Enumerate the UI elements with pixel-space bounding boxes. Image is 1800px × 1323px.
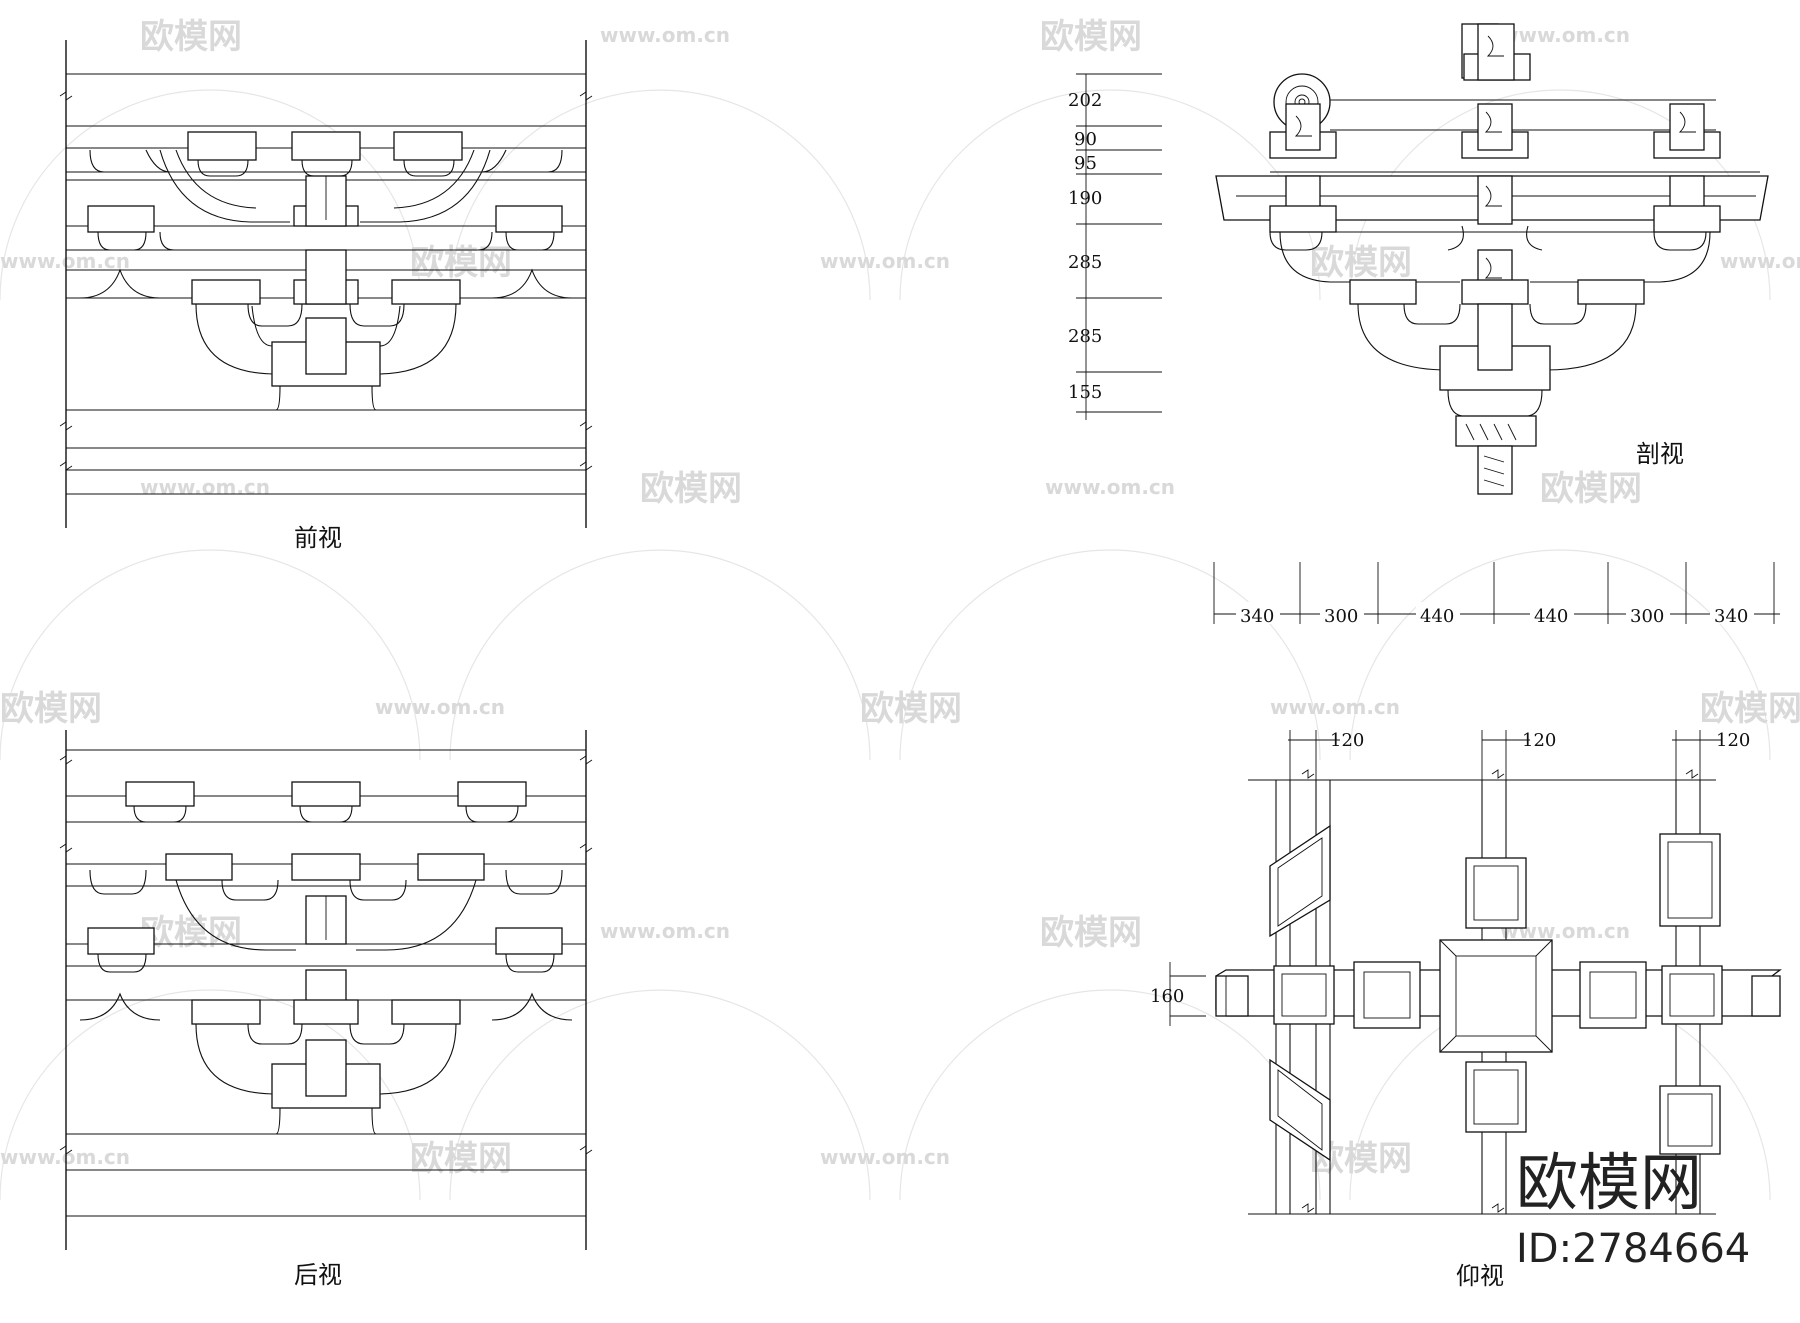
- section-view: 202 90 95 190 285 285 155: [1068, 23, 1769, 495]
- watermark-url: www.om.cn: [600, 919, 730, 943]
- section-view-caption: 剖视: [1636, 440, 1684, 468]
- watermark-url: www.om.cn: [0, 1145, 130, 1169]
- back-view: [59, 730, 593, 1250]
- watermark-url: www.om.cn: [820, 1145, 950, 1169]
- watermarks: 欧模网 www.om.cn 欧模网 www.om.cn www.om.cn 欧模…: [0, 17, 1800, 1179]
- watermark-brand: 欧模网: [410, 243, 512, 283]
- brand-id-label: ID:2784664: [1516, 1226, 1750, 1272]
- bottom-view: 120 120 120: [1150, 730, 1782, 1215]
- watermark-url: www.om.cn: [1720, 249, 1800, 273]
- watermark-url: www.om.cn: [0, 249, 130, 273]
- section-dim-label: 285: [1068, 252, 1102, 273]
- section-dim-label: 90: [1074, 129, 1097, 150]
- watermark-brand: 欧模网: [1310, 243, 1412, 283]
- brand-corner: 欧模网 ID:2784664: [1516, 1146, 1750, 1272]
- watermark-brand: 欧模网: [1540, 469, 1642, 509]
- watermark-brand: 欧模网: [140, 913, 242, 953]
- watermark-brand: 欧模网: [860, 689, 962, 729]
- bottom-view-caption: 仰视: [1456, 1262, 1504, 1290]
- section-dim-label: 155: [1068, 382, 1102, 403]
- bottom-dim-label: 120: [1716, 730, 1750, 751]
- watermark-brand: 欧模网: [1700, 689, 1800, 729]
- bottom-dim-label: 120: [1522, 730, 1556, 751]
- dim-label: 300: [1324, 606, 1358, 627]
- watermark-url: www.om.cn: [1270, 695, 1400, 719]
- watermark-url: www.om.cn: [1045, 475, 1175, 499]
- watermark-url: www.om.cn: [140, 475, 270, 499]
- watermark-url: www.om.cn: [820, 249, 950, 273]
- watermark-brand: 欧模网: [140, 17, 242, 57]
- watermark-brand: 欧模网: [0, 689, 102, 729]
- section-dim-label: 202: [1068, 90, 1102, 111]
- section-dim-label: 190: [1068, 188, 1102, 209]
- watermark-brand: 欧模网: [1040, 913, 1142, 953]
- bottom-dim-label: 120: [1330, 730, 1364, 751]
- front-view-caption: 前视: [294, 524, 342, 552]
- watermark-brand: 欧模网: [410, 1139, 512, 1179]
- watermark-brand: 欧模网: [1040, 17, 1142, 57]
- watermark-url: www.om.cn: [375, 695, 505, 719]
- dim-label: 440: [1420, 606, 1454, 627]
- front-view: [59, 40, 593, 528]
- dim-label: 440: [1534, 606, 1568, 627]
- brand-logo-text: 欧模网: [1516, 1146, 1702, 1219]
- watermark-brand: 欧模网: [640, 469, 742, 509]
- watermark-arcs: [0, 89, 1771, 1201]
- section-dim-label: 95: [1074, 153, 1097, 174]
- watermark-url: www.om.cn: [1500, 23, 1630, 47]
- watermark-url: www.om.cn: [600, 23, 730, 47]
- bottom-side-dim-label: 160: [1150, 986, 1184, 1007]
- horizontal-dimensions: 340 300 440 440 300 340: [1213, 562, 1780, 627]
- dim-label: 340: [1714, 606, 1748, 627]
- back-view-caption: 后视: [294, 1261, 342, 1289]
- section-dim-label: 285: [1068, 326, 1102, 347]
- dim-label: 300: [1630, 606, 1664, 627]
- dim-label: 340: [1240, 606, 1274, 627]
